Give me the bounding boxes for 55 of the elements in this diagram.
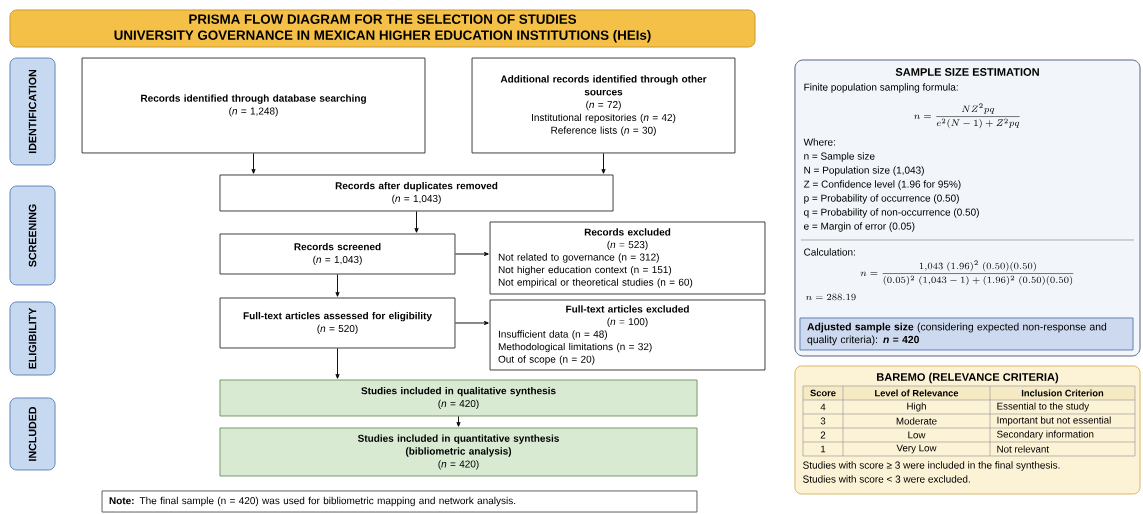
process-box: Records after duplicates removed (n = 1,043) <box>219 174 614 212</box>
footnote-text: Studies with score < 3 were excluded. <box>803 475 970 483</box>
body-text: Where: <box>803 138 835 146</box>
table-entry: Low <box>908 431 926 439</box>
process-box: Additional records identified through other sources (n = 72) Institutional repositories (n = 42) Reference lists (n = 30) <box>471 57 736 154</box>
table-entry: 1 <box>821 445 826 453</box>
body-text: p = Probability of occurrence (0.50) <box>804 194 959 204</box>
process-box: Records screened (n = 1,043) <box>219 233 456 275</box>
formula: $n = \frac{NZ^2pq}{e^2(N-1)+Z^2pq}$ <box>914 103 1020 129</box>
table-entry: 2 <box>820 431 826 439</box>
arrow <box>454 251 489 257</box>
column-heading: Level of Relevance <box>875 389 959 397</box>
result-box: Studies included in qualitative synthesis (n = 420) <box>219 379 698 417</box>
arrow <box>454 320 489 326</box>
phase-tab: INCLUDED <box>9 397 56 471</box>
formula: $n = 288.19$ <box>806 293 856 301</box>
process-box: Records identified through database searching (n = 1,248) <box>81 57 426 154</box>
exclusion-box: Full-text articles excluded (n = 100) Insufficient data (n = 48) Methodological limitations (n = 32) Out of scope (n = 20) <box>489 299 766 371</box>
panel-heading: BAREMO (RELEVANCE CRITERIA) <box>877 372 1059 384</box>
panel-heading: SAMPLE SIZE ESTIMATION <box>895 68 1039 76</box>
footnote-text: Studies with score ≥ 3 were included in the final synthesis. <box>803 461 1060 471</box>
body-text: Calculation: <box>804 248 855 256</box>
phase-tab: IDENTIFICATION <box>9 57 56 166</box>
note-box: Note: The final sample (n = 420) was used for bibliometric mapping and network analysis. <box>101 490 698 513</box>
arrow <box>335 348 340 379</box>
column-heading: Score <box>810 389 836 397</box>
phase-tab: SCREENING <box>9 185 56 286</box>
exclusion-box: Records excluded (n = 523) Not related to governance (n = 312) Not higher education context (n = 151) Not empirical or theoretical studies (n = 60) <box>489 221 766 295</box>
arrow <box>601 152 606 174</box>
result-box: Studies included in quantitative synthesis (bibliometric analysis) (n = 420) <box>219 427 698 477</box>
column-heading: Inclusion Criterion <box>1021 389 1104 397</box>
table-entry: 4 <box>820 403 826 411</box>
table-entry: Important but not essential <box>997 416 1111 426</box>
process-box: Full-text articles assessed for eligibility (n = 520) <box>219 297 456 349</box>
body-text: e = Margin of error (0.05) <box>804 222 915 232</box>
highlight-box: Adjusted sample size (considering expected non-response and quality criteria): n = 420 <box>799 317 1134 351</box>
arrow <box>251 152 256 174</box>
arrow <box>414 211 419 233</box>
body-text: Z = Confidence level (1.96 for 95%) <box>803 180 961 190</box>
table-entry: High <box>907 402 926 412</box>
formula: $n = \frac{1{,}043\;(1.96)^2\;(0.50)(0.50)}{(0.05)^2\;(1{,}043-1)+(1.96)^2\;(0.50)(0.50)}$ <box>860 260 1074 286</box>
phase-tab: ELIGIBILITY <box>9 301 56 376</box>
table-entry: Secondary information <box>997 430 1094 440</box>
body-text: Finite population sampling formula: <box>804 83 958 93</box>
table-entry: Very Low <box>896 444 937 454</box>
title-banner: PRISMA FLOW DIAGRAM FOR THE SELECTION OF STUDIES UNIVERSITY GOVERNANCE IN MEXICAN HIGHER EDUCATION INSTITUTIONS (HEIs) <box>9 9 756 48</box>
body-text: N = Population size (1,043) <box>804 166 924 176</box>
arrow <box>456 416 461 427</box>
table-entry: Not relevant <box>997 445 1049 453</box>
body-text: n = Sample size <box>804 152 875 162</box>
body-text: q = Probability of non-occurrence (0.50) <box>804 208 979 218</box>
table-entry: 3 <box>820 417 826 425</box>
arrow <box>335 274 340 297</box>
table-entry: Essential to the study <box>997 402 1090 412</box>
table-entry: Moderate <box>896 417 937 425</box>
